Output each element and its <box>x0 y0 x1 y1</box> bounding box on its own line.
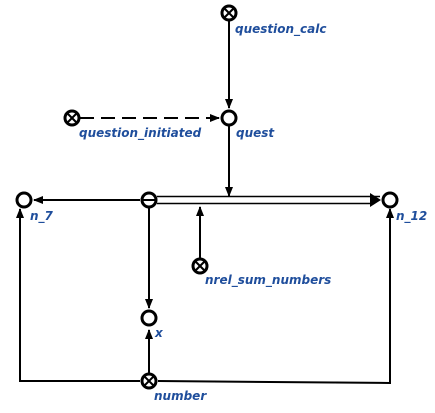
label-number: number <box>154 389 207 403</box>
node-x[interactable] <box>140 309 158 327</box>
edge-number-to-n12 <box>157 208 394 385</box>
label-quest: quest <box>236 126 275 140</box>
node-quest[interactable] <box>220 109 238 127</box>
node-n7[interactable] <box>15 191 33 209</box>
node-number[interactable] <box>140 372 158 390</box>
label-nrel-sum-numbers: nrel_sum_numbers <box>205 273 331 288</box>
label-n7: n_7 <box>30 209 54 224</box>
label-x: x <box>154 326 164 340</box>
node-n12[interactable] <box>381 191 399 209</box>
label-question-initiated: question_initiated <box>79 126 202 141</box>
relation-bar-hub-to-n12 <box>157 193 381 207</box>
node-nrel-sum-numbers[interactable] <box>191 257 209 275</box>
node-question-initiated[interactable] <box>63 109 81 127</box>
node-hub[interactable] <box>140 191 158 209</box>
node-question-calc[interactable] <box>220 4 238 22</box>
label-n12: n_12 <box>396 209 427 224</box>
label-question-calc: question_calc <box>235 22 327 37</box>
edge-number-to-n7 <box>16 208 140 382</box>
